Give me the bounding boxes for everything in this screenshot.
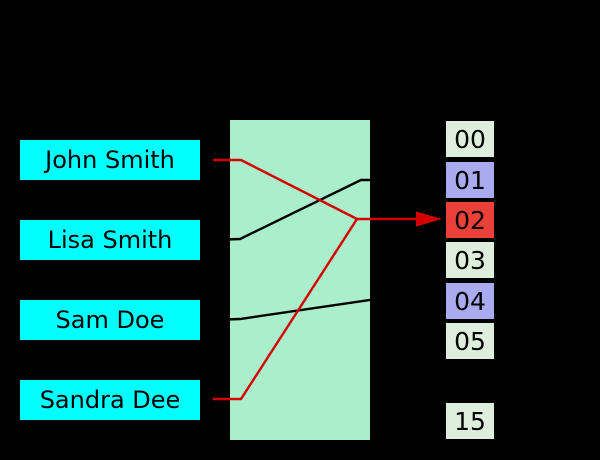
- bucket-label: 01: [454, 165, 486, 195]
- key-box-john-smith: John Smith: [20, 140, 200, 180]
- bucket-label: 03: [454, 245, 486, 275]
- key-label: Sandra Dee: [39, 386, 181, 414]
- bucket-cell-01: 01: [446, 162, 494, 198]
- bucket-label: 02: [454, 205, 486, 235]
- key-label: John Smith: [45, 146, 175, 174]
- bucket-label: 04: [454, 286, 486, 316]
- bucket-label: 05: [454, 326, 486, 356]
- collision-arrowhead-icon: [416, 211, 442, 227]
- bucket-cell-15: 15: [446, 403, 494, 439]
- key-label: Lisa Smith: [47, 226, 173, 254]
- key-box-sam-doe: Sam Doe: [20, 300, 200, 340]
- bucket-cell-05: 05: [446, 323, 494, 359]
- bucket-label: 15: [454, 406, 486, 436]
- bucket-cell-03: 03: [446, 242, 494, 278]
- bucket-cell-00: 00: [446, 121, 494, 157]
- bucket-cell-04: 04: [446, 283, 494, 319]
- hash-function-box: [230, 120, 370, 440]
- key-label: Sam Doe: [55, 306, 165, 334]
- key-box-lisa-smith: Lisa Smith: [20, 220, 200, 260]
- key-box-sandra-dee: Sandra Dee: [20, 380, 200, 420]
- bucket-cell-02: 02: [446, 202, 494, 238]
- bucket-label: 00: [454, 124, 486, 154]
